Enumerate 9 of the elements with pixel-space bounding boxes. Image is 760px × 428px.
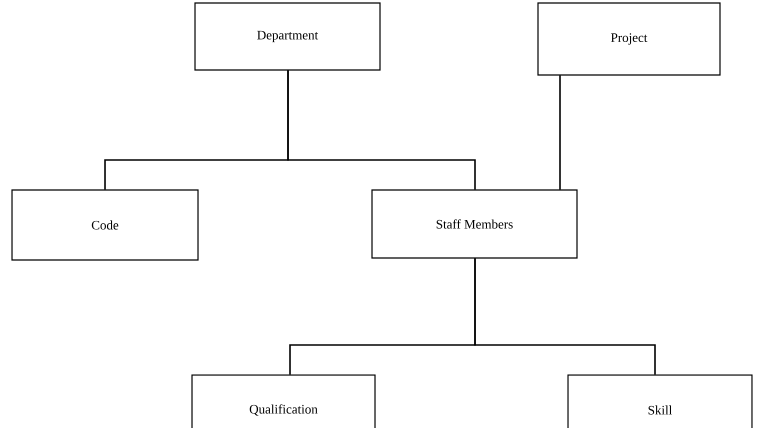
box: Department: [194, 2, 381, 71]
box: Code: [11, 189, 199, 261]
box: Staff Members: [371, 189, 578, 259]
connector-line: [287, 70, 476, 190]
box: Skill: [567, 374, 753, 428]
box: Qualification: [191, 374, 376, 428]
connector-line: [474, 258, 656, 374]
box: Project: [537, 2, 721, 76]
connector-line: [559, 76, 561, 190]
